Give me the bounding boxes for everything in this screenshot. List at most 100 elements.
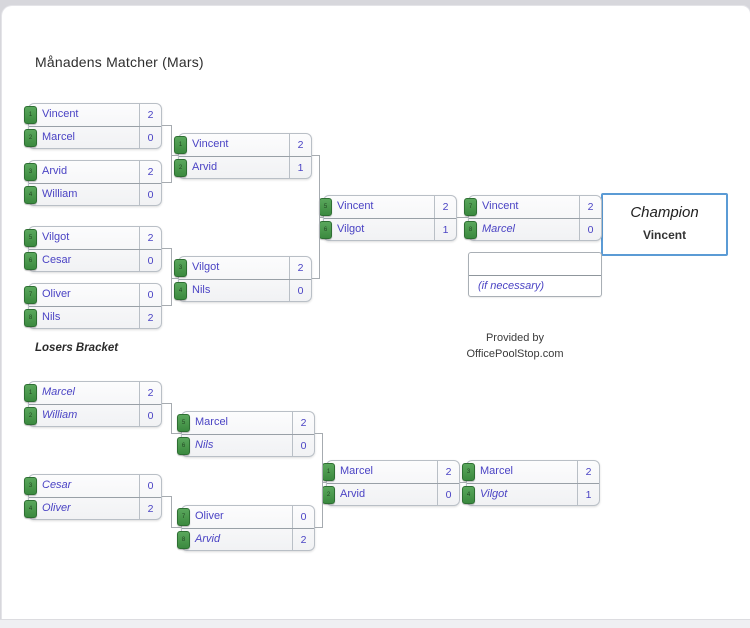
seed-tab: 7 [464, 198, 477, 216]
connector-line [171, 527, 181, 528]
seed-tab: 3 [462, 463, 475, 481]
if-necessary-empty-row [469, 253, 601, 276]
player-name: Oliver [195, 510, 224, 522]
player-score: 2 [139, 227, 161, 249]
player-name: Vincent [337, 200, 374, 212]
seed-tab: 6 [177, 437, 190, 455]
player-name: Vincent [482, 200, 519, 212]
connector-line [315, 527, 322, 528]
player-name: Vilgot [42, 231, 70, 243]
seed-tab: 1 [174, 136, 187, 154]
player-score: 2 [139, 104, 161, 126]
player-name: Cesar [42, 479, 72, 491]
player-score: 2 [139, 307, 161, 329]
player-score: 2 [292, 412, 314, 434]
player-score: 2 [139, 161, 161, 183]
seed-tab: 3 [24, 163, 37, 181]
player-score: 1 [434, 219, 456, 241]
connector-line [171, 496, 172, 528]
connector-line [315, 433, 322, 434]
seed-tab: 5 [24, 229, 37, 247]
player-score: 2 [292, 529, 314, 551]
player-score: 0 [139, 184, 161, 206]
player-name: Arvid [42, 165, 68, 177]
player-row: 3 Arvid 2 [24, 161, 161, 183]
player-score: 2 [289, 257, 311, 279]
player-name: Arvid [340, 488, 366, 500]
player-name: Vilgot [480, 488, 508, 500]
player-name: Nils [192, 284, 211, 296]
connector-line [171, 125, 172, 183]
seed-tab: 6 [24, 252, 37, 270]
champion-label: Champion [630, 204, 699, 221]
player-score: 2 [434, 196, 456, 218]
connector-line [319, 217, 323, 218]
player-score: 0 [139, 250, 161, 272]
player-name: Vincent [192, 138, 229, 150]
connector-line [312, 278, 319, 279]
provided-by-line1: Provided by [485, 332, 545, 344]
player-score: 1 [577, 484, 599, 506]
page-bottom-edge [0, 619, 750, 628]
if-necessary-box: (if necessary) [468, 252, 602, 297]
connector-line [162, 125, 171, 126]
seed-tab: 6 [319, 221, 332, 239]
player-score: 0 [579, 219, 601, 241]
seed-tab: 3 [174, 259, 187, 277]
player-score: 0 [139, 127, 161, 149]
player-score: 1 [289, 157, 311, 179]
player-name: Oliver [42, 502, 71, 514]
connector-line [457, 217, 468, 218]
player-name: Marcel [42, 131, 76, 143]
player-row: 6 Nils 0 [177, 434, 314, 457]
player-score: 2 [139, 382, 161, 404]
player-name: Arvid [195, 533, 221, 545]
player-name: Marcel [480, 465, 514, 477]
provided-by-site: OfficePoolStop.com [466, 348, 564, 360]
player-score: 0 [292, 435, 314, 457]
seed-tab: 2 [24, 407, 37, 425]
player-name: Vilgot [192, 261, 220, 273]
player-score: 0 [289, 280, 311, 302]
player-name: Nils [195, 439, 214, 451]
champion-name: Vincent [642, 228, 687, 242]
player-name: Nils [42, 311, 61, 323]
player-score: 0 [437, 484, 459, 506]
player-score: 2 [577, 461, 599, 483]
connector-line [312, 155, 319, 156]
connector-line [162, 403, 171, 404]
player-score: 0 [139, 475, 161, 497]
seed-tab: 4 [24, 186, 37, 204]
seed-tab: 7 [177, 508, 190, 526]
seed-tab: 1 [24, 384, 37, 402]
player-name: Vincent [42, 108, 79, 120]
player-name: Marcel [340, 465, 374, 477]
losers-bracket-label: Losers Bracket [35, 342, 119, 354]
player-name: Marcel [482, 223, 516, 235]
